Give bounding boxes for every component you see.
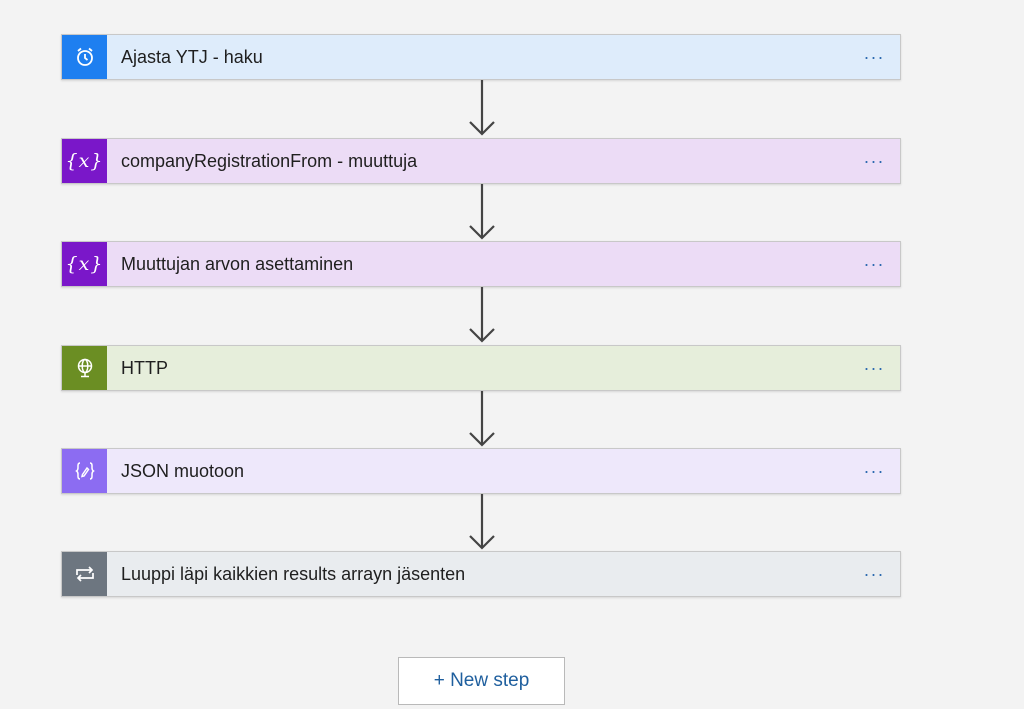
globe-icon [62,346,107,390]
loop-icon [62,552,107,596]
step-label: Muuttujan arvon asettaminen [121,253,354,274]
step-label: Ajasta YTJ - haku [121,46,263,67]
step-label: companyRegistrationFrom - muuttuja [121,150,418,171]
more-options-icon[interactable]: ··· [863,151,885,171]
step-label: HTTP [121,357,168,378]
step-card-parse-json[interactable]: JSON muotoon ··· [61,448,901,494]
connector-arrow [469,80,495,136]
more-options-icon[interactable]: ··· [863,47,885,67]
variable-icon-glyph: {x} [65,150,104,172]
more-options-icon[interactable]: ··· [863,461,885,481]
more-options-icon[interactable]: ··· [863,564,885,584]
alarm-clock-icon [62,35,107,79]
step-card-loop-results[interactable]: Luuppi läpi kaikkien results arrayn jäse… [61,551,901,597]
more-options-icon[interactable]: ··· [863,358,885,378]
new-step-button[interactable]: + New step [398,657,565,705]
variable-icon-glyph: {x} [65,253,104,275]
step-card-ajasta-ytj[interactable]: Ajasta YTJ - haku ··· [61,34,901,80]
step-label: Luuppi läpi kaikkien results arrayn jäse… [121,563,466,584]
step-card-set-variable[interactable]: {x} Muuttujan arvon asettaminen ··· [61,241,901,287]
variable-icon: {x} [62,139,107,183]
step-card-company-registration-variable[interactable]: {x} companyRegistrationFrom - muuttuja ·… [61,138,901,184]
variable-icon: {x} [62,242,107,286]
connector-arrow [469,184,495,240]
connector-arrow [469,494,495,550]
connector-arrow [469,391,495,447]
connector-arrow [469,287,495,343]
more-options-icon[interactable]: ··· [863,254,885,274]
step-card-http[interactable]: HTTP ··· [61,345,901,391]
step-label: JSON muotoon [121,460,245,481]
data-operation-icon [62,449,107,493]
